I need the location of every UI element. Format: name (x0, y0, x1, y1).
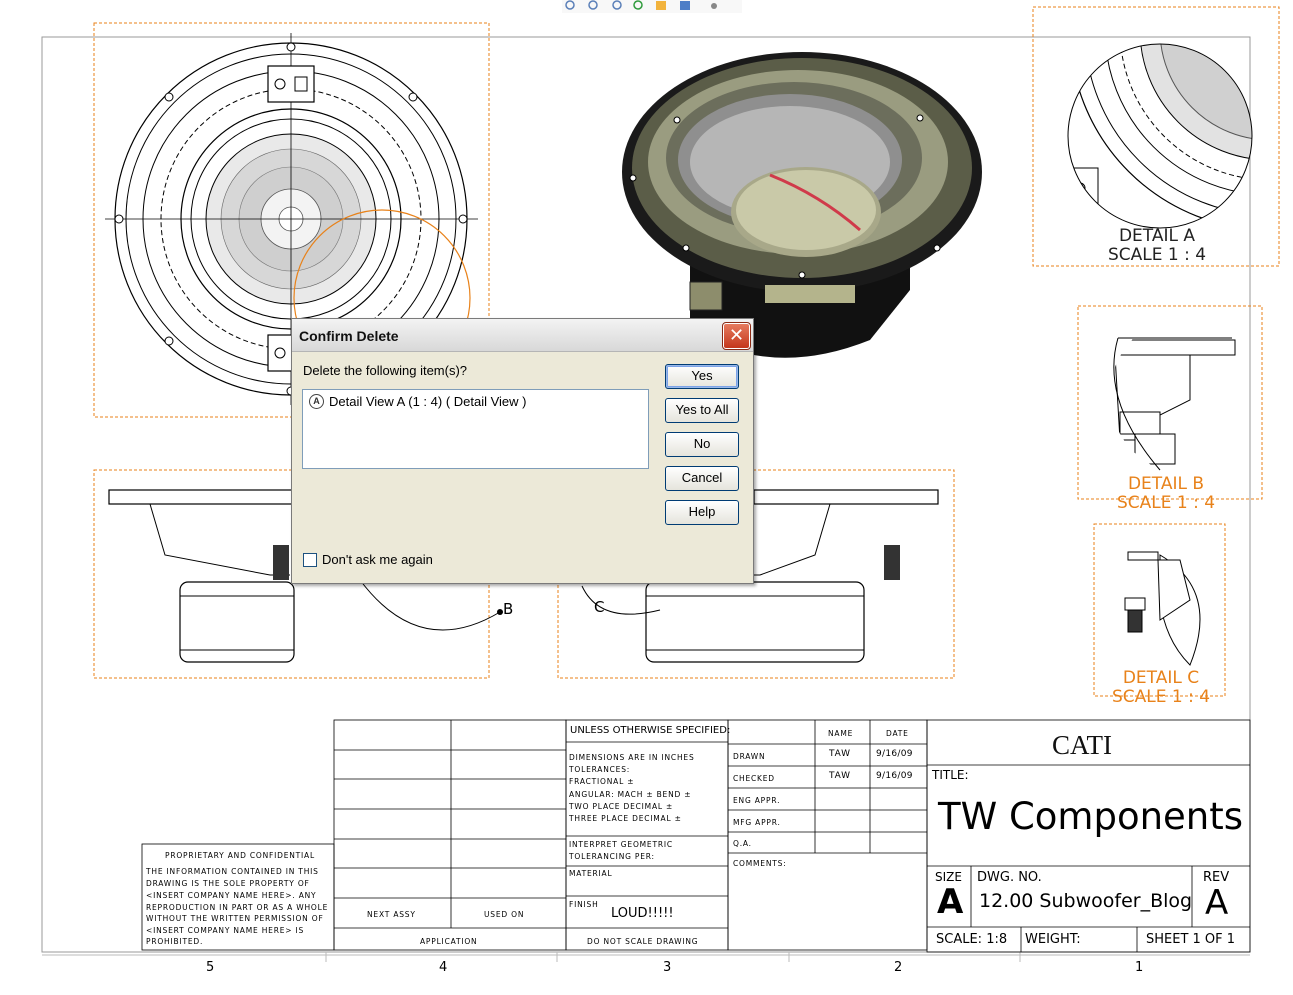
proprietary-title: PROPRIETARY AND CONFIDENTIAL (165, 851, 315, 860)
zone-number: 2 (894, 960, 903, 975)
rev-value: A (1205, 883, 1229, 923)
next-assy-label: NEXT ASSY (367, 910, 416, 919)
proprietary-line: <INSERT COMPANY NAME HERE>. ANY (146, 891, 317, 900)
dont-ask-again-checkbox[interactable]: Don't ask me again (303, 552, 433, 567)
dialog-titlebar[interactable]: Confirm Delete ✕ (292, 319, 753, 352)
size-value: A (937, 882, 964, 922)
proprietary-line: WITHOUT THE WRITTEN PERMISSION OF (146, 914, 324, 923)
side-view-right (557, 469, 955, 679)
finish-label: FINISH (569, 900, 599, 909)
detail-b-title: DETAIL B (1127, 474, 1205, 494)
drawn-date: 9/16/09 (876, 749, 913, 759)
dialog-title: Confirm Delete (299, 328, 399, 344)
title-block-grid (141, 719, 1251, 953)
yes-button[interactable]: Yes (665, 364, 739, 389)
tolerance-line: TWO PLACE DECIMAL ± (569, 802, 674, 811)
detail-b-scale: SCALE 1 : 4 (1116, 493, 1216, 513)
tolerance-line: ANGULAR: MACH ± BEND ± (569, 790, 692, 799)
eng-appr-label: ENG APPR. (733, 796, 781, 805)
rev-label: REV (1203, 870, 1230, 885)
qa-label: Q.A. (733, 839, 752, 848)
used-on-label: USED ON (484, 910, 525, 919)
front-view (93, 22, 490, 418)
proprietary-line: <INSERT COMPANY NAME HERE> IS (146, 926, 305, 935)
items-listbox[interactable]: A Detail View A (1 : 4) ( Detail View ) (302, 389, 649, 469)
dwg-no-value: 12.00 Subwoofer_Blog (979, 890, 1193, 912)
no-button[interactable]: No (665, 432, 739, 457)
tolerance-line: THREE PLACE DECIMAL ± (569, 814, 682, 823)
detail-b-view (1077, 305, 1263, 500)
isometric-view (622, 52, 982, 358)
detail-view-icon: A (309, 394, 324, 409)
sheet-value: SHEET 1 OF 1 (1146, 932, 1236, 947)
detail-b-label: DETAIL B SCALE 1 : 4 (1102, 475, 1230, 513)
zone-number: 5 (206, 960, 215, 975)
do-not-scale-label: DO NOT SCALE DRAWING (587, 937, 699, 946)
interpret-line: INTERPRET GEOMETRIC (569, 840, 673, 849)
list-item[interactable]: A Detail View A (1 : 4) ( Detail View ) (309, 394, 527, 409)
tolerance-line: FRACTIONAL ± (569, 777, 635, 786)
detail-c-view (1093, 523, 1226, 697)
mfg-appr-label: MFG APPR. (733, 818, 781, 827)
proprietary-line: THE INFORMATION CONTAINED IN THIS (146, 867, 319, 876)
side-view-left (93, 469, 503, 679)
title-label: TITLE: (932, 768, 969, 782)
scale-value: SCALE: 1:8 (936, 932, 1008, 947)
size-label: SIZE (935, 870, 962, 884)
close-button[interactable]: ✕ (722, 322, 751, 350)
application-label: APPLICATION (420, 937, 478, 946)
sheet-border (41, 36, 1251, 953)
callout-b: B (503, 600, 514, 618)
yes-to-all-button[interactable]: Yes to All (665, 398, 739, 423)
cancel-button[interactable]: Cancel (665, 466, 739, 491)
close-icon: ✕ (728, 325, 745, 346)
checked-date: 9/16/09 (876, 771, 913, 781)
confirm-delete-dialog: Confirm Delete ✕ Delete the following it… (291, 318, 754, 584)
proprietary-line: PROHIBITED. (146, 937, 204, 946)
name-header: NAME (828, 729, 854, 738)
zone-number: 3 (663, 960, 672, 975)
checkbox-box[interactable] (303, 552, 317, 567)
company-name: CATI (1052, 730, 1112, 760)
comments-label: COMMENTS: (733, 859, 787, 868)
detail-c-label: DETAIL C SCALE 1 : 4 (1097, 669, 1225, 707)
detail-c-scale: SCALE 1 : 4 (1111, 687, 1211, 707)
zone-number: 4 (439, 960, 448, 975)
interpret-line: TOLERANCING PER: (569, 852, 655, 861)
zone-number: 1 (1135, 960, 1144, 975)
help-button[interactable]: Help (665, 500, 739, 525)
view-toolbar (562, 0, 742, 13)
date-header: DATE (886, 729, 909, 738)
drawing-title: TW Components (938, 795, 1244, 838)
tolerance-line: DIMENSIONS ARE IN INCHES (569, 753, 695, 762)
material-label: MATERIAL (569, 869, 613, 878)
weight-label: WEIGHT: (1025, 932, 1081, 947)
detail-a-scale: SCALE 1 : 4 (1107, 245, 1207, 265)
dialog-prompt: Delete the following item(s)? (303, 363, 468, 378)
detail-c-title: DETAIL C (1122, 668, 1200, 688)
proprietary-line: REPRODUCTION IN PART OR AS A WHOLE (146, 903, 329, 912)
proprietary-line: DRAWING IS THE SOLE PROPERTY OF (146, 879, 310, 888)
detail-a-label: DETAIL A SCALE 1 : 4 (1093, 227, 1221, 265)
drawn-label: DRAWN (733, 752, 766, 761)
finish-value: LOUD!!!!! (611, 906, 674, 921)
unless-specified: UNLESS OTHERWISE SPECIFIED: (570, 725, 731, 736)
checked-label: CHECKED (733, 774, 775, 783)
checkbox-label: Don't ask me again (322, 552, 433, 567)
list-item-label: Detail View A (1 : 4) ( Detail View ) (329, 394, 527, 409)
tolerance-line: TOLERANCES: (569, 765, 631, 774)
detail-a-title: DETAIL A (1118, 226, 1196, 246)
dwg-no-label: DWG. NO. (977, 870, 1042, 885)
checked-name: TAW (829, 771, 851, 781)
callout-c: C (594, 598, 605, 616)
drawn-name: TAW (829, 749, 851, 759)
detail-a-view (1032, 6, 1280, 267)
